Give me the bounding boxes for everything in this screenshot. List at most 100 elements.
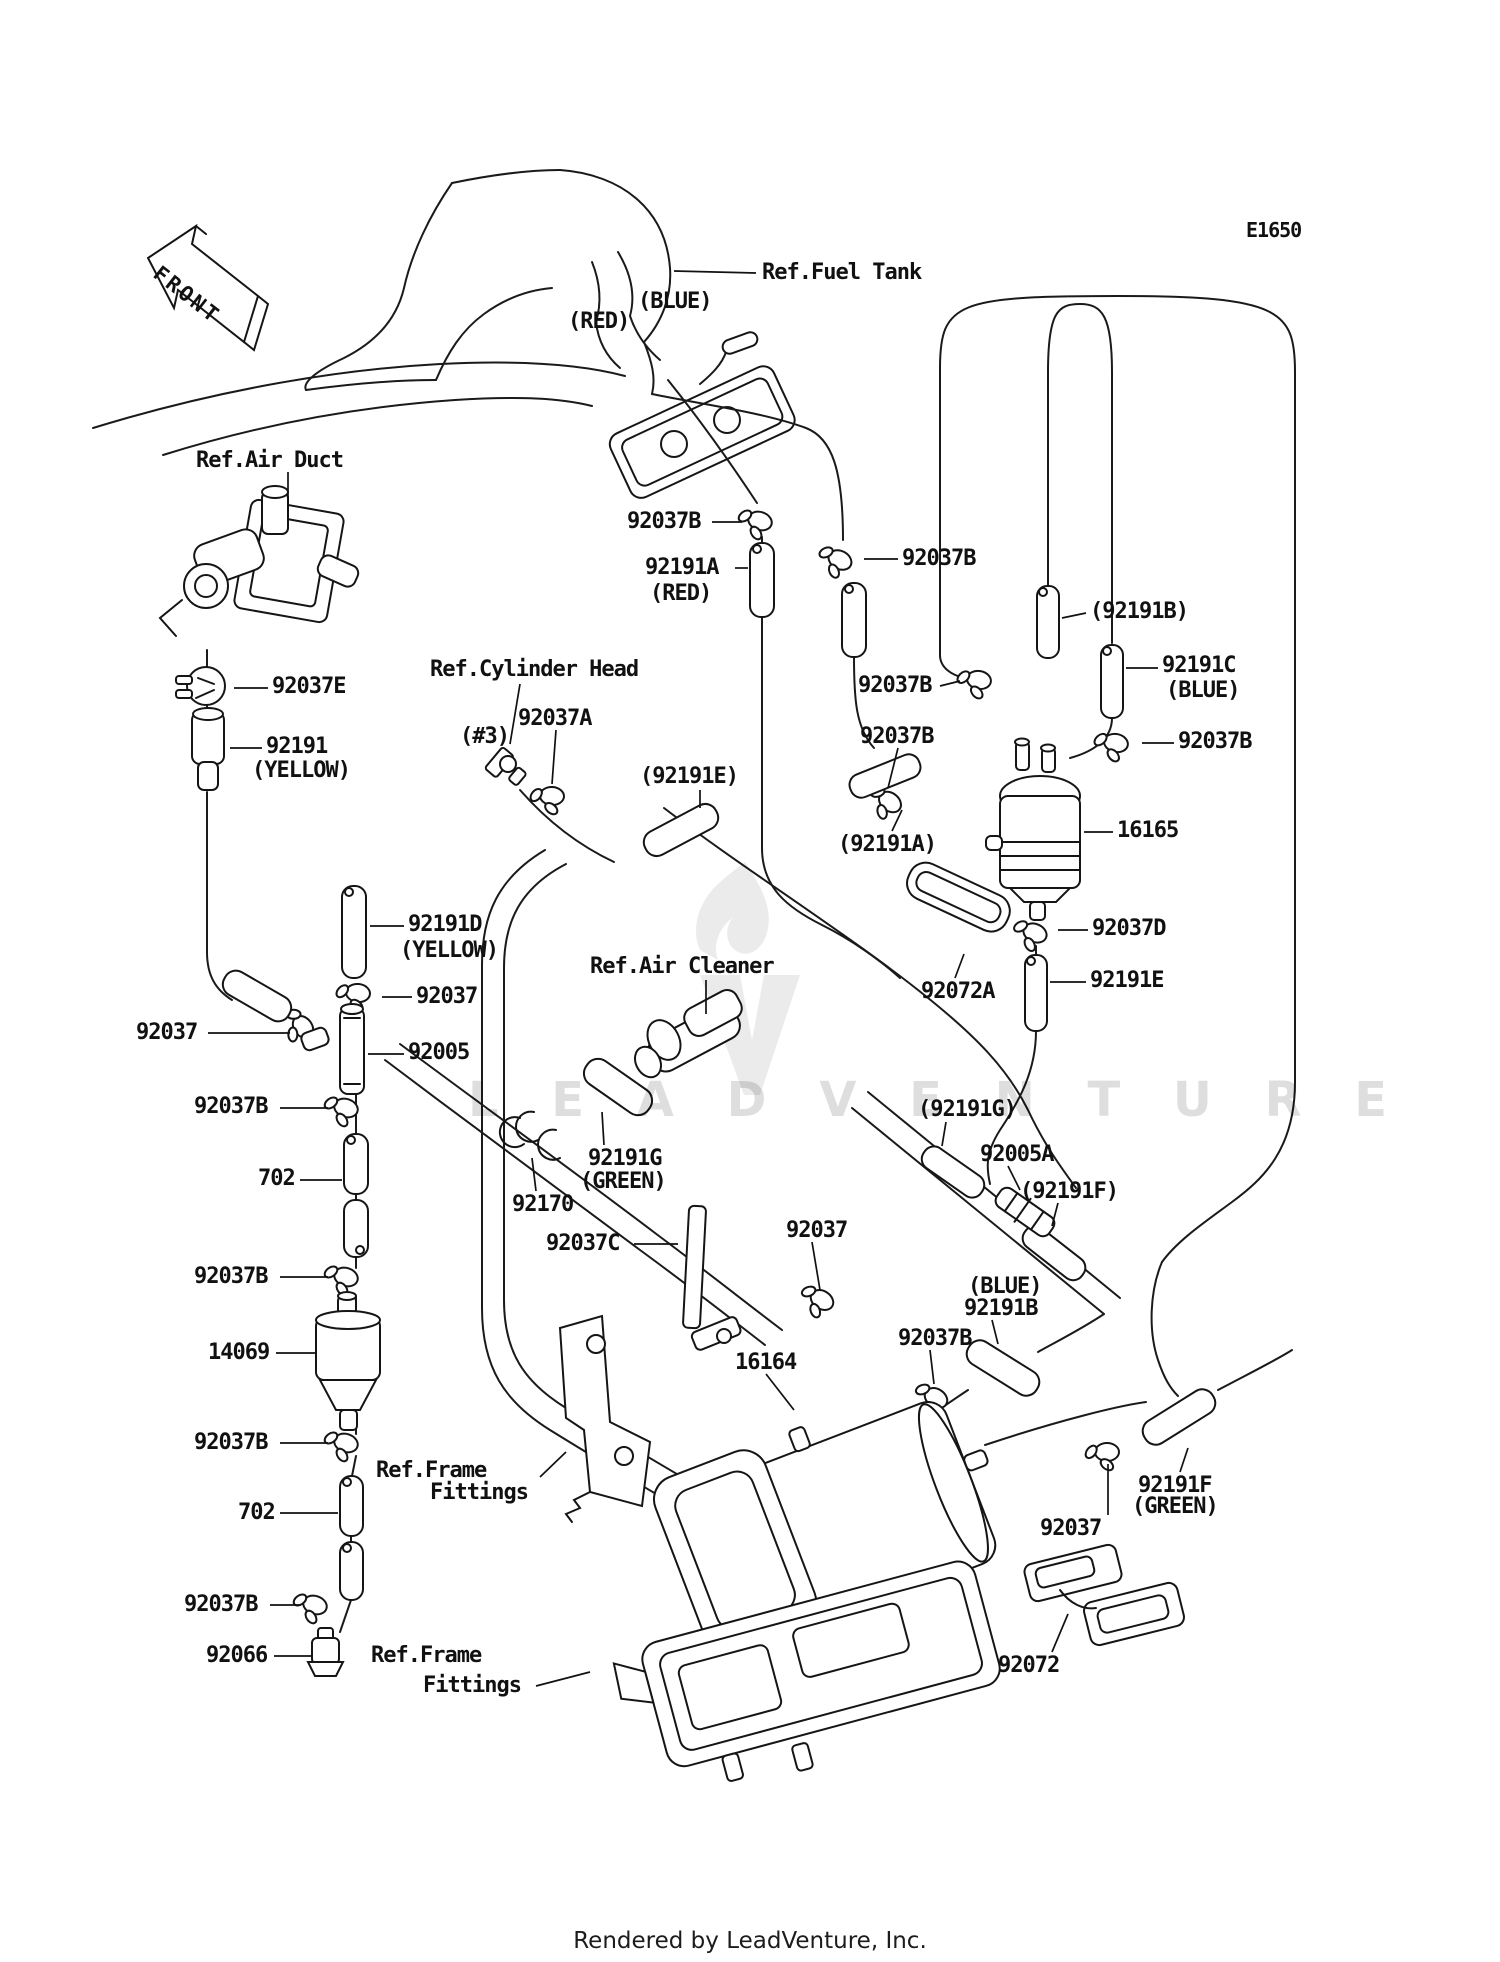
16164-canister-part	[653, 1401, 997, 1657]
leader-ref-frame-fittings-2b	[535, 1671, 591, 1687]
pipes	[221, 542, 1217, 1601]
label-part-92191B-paren[interactable]: (92191B)	[1090, 599, 1189, 624]
label-part-92066[interactable]: 92066	[206, 1643, 268, 1668]
leader-part-92037B-3	[939, 680, 961, 687]
leader-part-92037A	[551, 729, 557, 785]
label-part-92037-left2[interactable]: 92037	[416, 984, 478, 1009]
16165-filter-part	[985, 737, 1081, 921]
label-part-92191[interactable]: 92191	[266, 734, 328, 759]
label-part-92072A[interactable]: 92072A	[921, 979, 995, 1004]
label-part-92005A[interactable]: 92005A	[980, 1142, 1054, 1167]
92005A-joint-part	[994, 1186, 1056, 1238]
label-ref-frame-fittings-1a[interactable]: Ref.Frame	[376, 1458, 487, 1483]
label-part-92037-left[interactable]: 92037	[136, 1020, 198, 1045]
label-part-702-2[interactable]: 702	[238, 1500, 276, 1525]
leader-part-92037B-6	[929, 1349, 935, 1385]
frame-tray-part	[612, 1560, 1001, 1782]
label-part-92191-yellow: (YELLOW)	[252, 758, 351, 783]
label-part-16164[interactable]: 16164	[735, 1350, 797, 1375]
92037-clamp-bottom	[1079, 1434, 1128, 1480]
leader-part-92191F	[1179, 1447, 1189, 1473]
label-part-92037B-L2[interactable]: 92037B	[194, 1264, 268, 1289]
label-ref-fuel-tank[interactable]: Ref.Fuel Tank	[762, 260, 922, 285]
label-part-92191F-green: (GREEN)	[1132, 1494, 1219, 1519]
label-part-92037B-1[interactable]: 92037B	[627, 509, 701, 534]
label-part-14069[interactable]: 14069	[208, 1340, 270, 1365]
92170-clips-part	[498, 1110, 561, 1161]
label-part-92037C[interactable]: 92037C	[546, 1231, 620, 1256]
label-part-92191A-red: (RED)	[650, 581, 712, 606]
leader-part-92191G-paren	[941, 1121, 947, 1147]
label-part-92191E[interactable]: 92191E	[1090, 968, 1164, 993]
92037B-clamp-L1	[321, 1094, 362, 1130]
label-part-num3: (#3)	[460, 724, 510, 749]
label-part-92191C-blue: (BLUE)	[1166, 678, 1240, 703]
label-ref-frame-fittings-2b[interactable]: Fittings	[423, 1673, 522, 1698]
leader-part-92191A-paren	[891, 809, 903, 832]
leader-lines	[208, 270, 1189, 1687]
92037-clamp-mid	[793, 1281, 840, 1325]
label-part-92191A-paren[interactable]: (92191A)	[838, 832, 937, 857]
label-part-92191D[interactable]: 92191D	[408, 912, 482, 937]
label-part-92191G-paren[interactable]: (92191G)	[918, 1097, 1017, 1122]
leader-ref-fuel-tank	[673, 270, 757, 274]
92066-plug-part	[306, 1627, 345, 1677]
label-part-92037E[interactable]: 92037E	[272, 674, 346, 699]
label-ref-air-cleaner[interactable]: Ref.Air Cleaner	[590, 954, 775, 979]
label-part-92072[interactable]: 92072	[998, 1653, 1060, 1678]
label-part-92191G[interactable]: 92191G	[588, 1146, 662, 1171]
92037B-clamp-4	[1090, 727, 1134, 767]
label-part-92037B-L4[interactable]: 92037B	[184, 1592, 258, 1617]
92072-strap-part	[1023, 1543, 1185, 1647]
leader-part-92037B-3b	[887, 747, 899, 789]
leader-ref-frame-fittings-1b	[539, 1451, 567, 1478]
label-part-92037B-3b[interactable]: 92037B	[860, 724, 934, 749]
label-part-92037B-3[interactable]: 92037B	[858, 673, 932, 698]
label-part-92037B-L1[interactable]: 92037B	[194, 1094, 268, 1119]
label-part-92191C[interactable]: 92191C	[1162, 653, 1236, 678]
label-part-92191F[interactable]: 92191F	[1138, 1473, 1212, 1498]
label-part-92191B-2[interactable]: 92191B	[964, 1296, 1038, 1321]
92037B-clamp-1	[735, 507, 776, 543]
label-part-92037-bottom[interactable]: 92037	[1040, 1516, 1102, 1541]
label-part-92191A[interactable]: 92191A	[645, 555, 719, 580]
label-part-92037B-2[interactable]: 92037B	[902, 546, 976, 571]
leader-part-16164	[765, 1373, 795, 1411]
label-part-92170[interactable]: 92170	[512, 1192, 574, 1217]
cylinder-head-fitting-part	[484, 747, 527, 786]
leader-part-92191G	[601, 1111, 605, 1146]
label-ref-cylinder-head[interactable]: Ref.Cylinder Head	[430, 657, 639, 682]
92037B-clamp-3	[953, 664, 997, 705]
label-part-92191F-paren[interactable]: (92191F)	[1020, 1179, 1119, 1204]
label-part-92005[interactable]: 92005	[408, 1040, 470, 1065]
92037D-clamp	[1008, 916, 1052, 956]
92037C-bracket-part	[682, 1204, 742, 1351]
92037B-clamp-2	[812, 542, 858, 584]
front-arrow-icon	[146, 223, 270, 352]
label-part-92037B-L3[interactable]: 92037B	[194, 1430, 268, 1455]
92072A-gasket-part	[906, 861, 1011, 933]
air-cleaner-duct-part	[634, 989, 743, 1079]
leader-part-92191B-paren	[1061, 612, 1087, 619]
label-ref-frame-fittings-1b[interactable]: Fittings	[430, 1480, 529, 1505]
air-duct-part	[158, 485, 360, 637]
label-ref-air-duct[interactable]: Ref.Air Duct	[196, 448, 344, 473]
leader-ref-cylinder-head	[509, 683, 521, 745]
label-part-92037B-4[interactable]: 92037B	[1178, 729, 1252, 754]
label-part-702-1[interactable]: 702	[258, 1166, 296, 1191]
label-part-92191E-paren[interactable]: (92191E)	[640, 764, 739, 789]
label-part-92037B-6[interactable]: 92037B	[898, 1326, 972, 1351]
label-part-16165[interactable]: 16165	[1117, 818, 1179, 843]
label-ref-frame-fittings-2a[interactable]: Ref.Frame	[371, 1643, 482, 1668]
leader-part-92191F-paren	[1051, 1202, 1059, 1227]
label-part-92037-mid[interactable]: 92037	[786, 1218, 848, 1243]
watermark-text: L E A D V E N T U R E	[468, 1072, 1406, 1128]
label-hose-color-blue-top: (BLUE)	[638, 289, 712, 314]
leader-part-92170	[531, 1157, 537, 1192]
footer-credit: Rendered by LeadVenture, Inc.	[573, 1928, 927, 1954]
label-part-92037D[interactable]: 92037D	[1092, 916, 1166, 941]
label-part-92037A[interactable]: 92037A	[518, 706, 592, 731]
leader-part-92037-mid	[811, 1241, 821, 1291]
